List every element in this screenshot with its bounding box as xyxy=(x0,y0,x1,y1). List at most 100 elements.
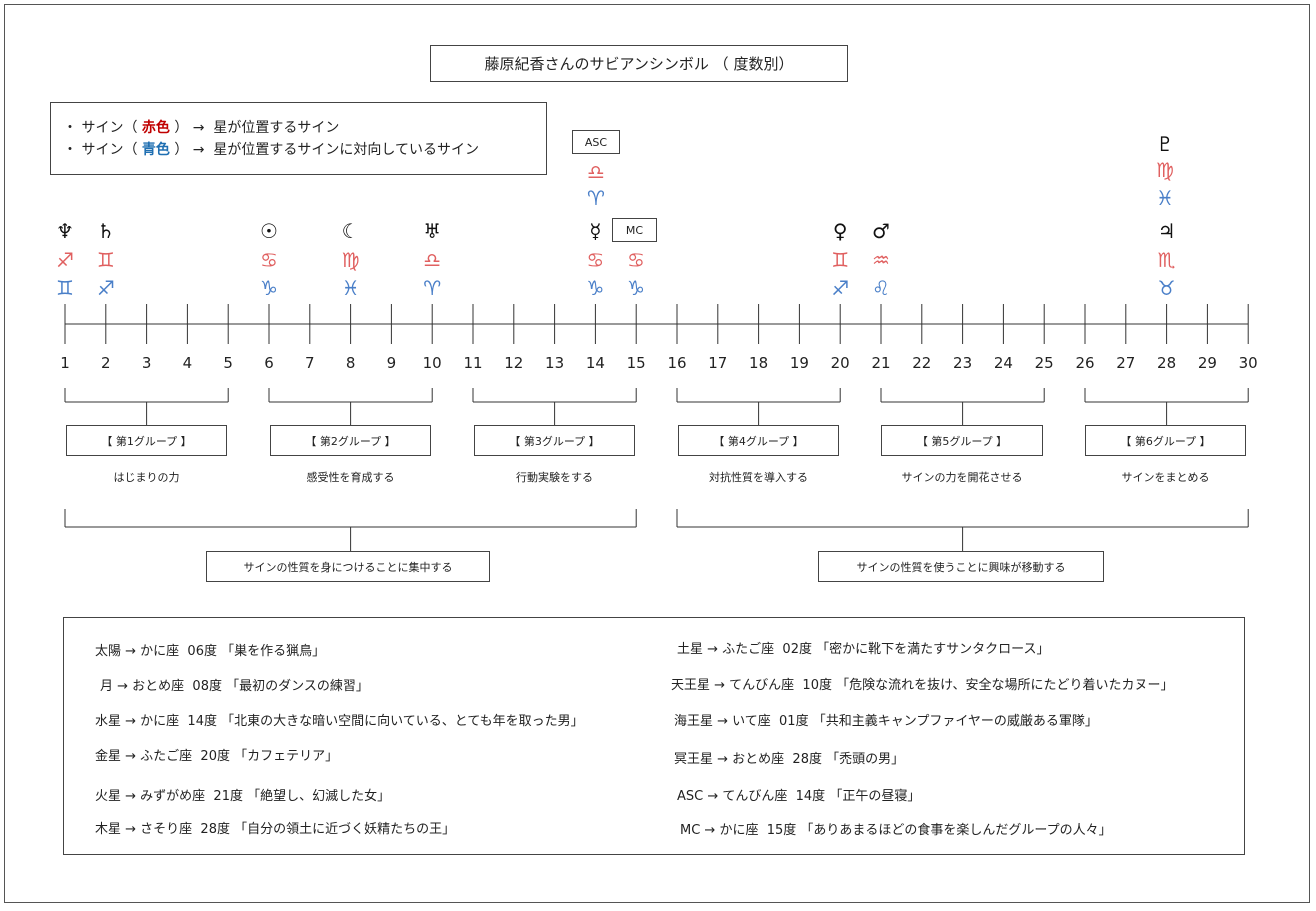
group-2-desc: 感受性を育成する xyxy=(306,471,395,484)
degree-number: 19 xyxy=(789,354,809,372)
list-item: 太陽 → かに座 06度 「巣を作る猟鳥」 xyxy=(95,644,326,659)
degree-number: 26 xyxy=(1075,354,1095,372)
sign-blue-icon: ♉ xyxy=(1157,276,1176,300)
degree-number: 1 xyxy=(60,354,70,372)
pluto-icon: ♇ xyxy=(1156,132,1174,156)
outer-frame xyxy=(4,4,1310,903)
sign-blue-icon: ♈ xyxy=(423,276,442,300)
sign-red-icon: ♐ xyxy=(56,248,74,272)
degree-number: 24 xyxy=(993,354,1013,372)
saturn-icon: ♄ xyxy=(96,219,115,243)
sign-red-icon: ♊ xyxy=(96,248,115,272)
first-half-label: サインの性質を身につけることに集中する xyxy=(206,551,490,582)
list-item: 海王星 → いて座 01度 「共和主義キャンプファイヤーの威厳ある軍隊」 xyxy=(674,714,1098,729)
neptune-icon: ♆ xyxy=(56,219,74,243)
sabian-symbol-list: 太陽 → かに座 06度 「巣を作る猟鳥」 月 → おとめ座 08度 「最初のダ… xyxy=(63,617,1245,855)
degree-number: 4 xyxy=(182,354,193,372)
pluto-sign-red: ♍ xyxy=(1156,158,1174,182)
list-item: 水星 → かに座 14度 「北東の大きな暗い空間に向いている、とても年を取った男… xyxy=(95,714,584,729)
sign-red-icon: ♏ xyxy=(1157,248,1176,272)
list-item: 天王星 → てんびん座 10度 「危険な流れを抜け、安全な場所にたどり着いたカヌ… xyxy=(671,678,1174,693)
degree-number: 6 xyxy=(264,354,274,372)
list-item: 冥王星 → おとめ座 28度 「禿頭の男」 xyxy=(674,752,905,767)
degree-number: 25 xyxy=(1034,354,1054,372)
group-5-desc: サインの力を開花させる xyxy=(901,471,1023,484)
list-item: 火星 → みずがめ座 21度 「絶望し、幻滅した女」 xyxy=(95,789,391,804)
sign-blue-icon: ♑ xyxy=(586,276,605,300)
second-half-label: サインの性質を使うことに興味が移動する xyxy=(818,551,1104,582)
group-6-label: 【 第6グループ 】 xyxy=(1085,425,1246,456)
sun-icon: ☉ xyxy=(260,219,278,243)
group-4-desc: 対抗性質を導入する xyxy=(709,471,808,484)
uranus-icon: ♅ xyxy=(423,219,442,243)
group-1-desc: はじまりの力 xyxy=(113,471,180,484)
venus-icon: ♀ xyxy=(832,219,848,243)
list-item: ASC → てんびん座 14度 「正午の昼寝」 xyxy=(677,789,921,804)
jupiter-icon: ♃ xyxy=(1157,219,1176,243)
legend-red-row: ・ サイン（ 赤色 ） → 星が位置するサイン xyxy=(63,120,340,136)
legend-box: ・ サイン（ 赤色 ） → 星が位置するサイン ・ サイン（ 青色 ） → 星が… xyxy=(50,102,547,175)
degree-number: 9 xyxy=(386,354,397,372)
moon-icon: ☾ xyxy=(341,219,360,243)
mars-icon: ♂ xyxy=(872,219,890,243)
degree-number: 29 xyxy=(1197,354,1217,372)
degree-number: 15 xyxy=(626,354,646,372)
sign-blue-icon: ♌ xyxy=(872,276,890,300)
sign-blue-icon: ♐ xyxy=(96,276,115,300)
group-5-label: 【 第5グループ 】 xyxy=(881,425,1043,456)
asc-sign-blue: ♈ xyxy=(587,186,605,210)
pluto-sign-blue: ♓ xyxy=(1156,186,1174,210)
sign-red-icon: ♒ xyxy=(872,248,890,272)
legend-red-word: 赤色 xyxy=(141,120,170,136)
degree-number: 21 xyxy=(871,354,891,372)
group-3-desc: 行動実験をする xyxy=(516,471,593,484)
degree-number: 30 xyxy=(1238,354,1258,372)
degree-number: 2 xyxy=(101,354,111,372)
sign-red-icon: ♍ xyxy=(341,248,360,272)
degree-number: 27 xyxy=(1116,354,1136,372)
degree-number: 11 xyxy=(463,354,483,372)
mc-sign-blue: ♑ xyxy=(627,276,645,300)
group-4-label: 【 第4グループ 】 xyxy=(678,425,839,456)
degree-number: 10 xyxy=(422,354,442,372)
degree-number: 13 xyxy=(545,354,565,372)
list-item: 金星 → ふたご座 20度 「カフェテリア」 xyxy=(95,749,339,764)
sign-blue-icon: ♑ xyxy=(260,276,278,300)
degree-number: 20 xyxy=(830,354,850,372)
list-item: 木星 → さそり座 28度 「自分の領土に近づく妖精たちの王」 xyxy=(95,822,456,837)
sign-red-icon: ♊ xyxy=(831,248,850,272)
list-item: MC → かに座 15度 「ありあまるほどの食事を楽しんだグループの人々」 xyxy=(680,823,1112,838)
degree-number: 8 xyxy=(345,354,356,372)
legend-blue-row: ・ サイン（ 青色 ） → 星が位置するサインに対向しているサイン xyxy=(63,142,480,158)
sign-blue-icon: ♊ xyxy=(56,276,74,300)
degree-number: 28 xyxy=(1157,354,1177,372)
asc-label: ASC xyxy=(572,130,620,154)
group-1-label: 【 第1グループ 】 xyxy=(66,425,227,456)
sign-blue-icon: ♐ xyxy=(831,276,850,300)
degree-number: 18 xyxy=(749,354,769,372)
sign-red-icon: ♎ xyxy=(423,248,442,272)
sign-red-icon: ♋ xyxy=(260,248,278,272)
degree-number: 12 xyxy=(504,354,524,372)
mc-sign-red: ♋ xyxy=(627,248,645,272)
degree-number: 14 xyxy=(585,354,605,372)
degree-number: 16 xyxy=(667,354,687,372)
degree-number: 3 xyxy=(141,354,152,372)
mc-label: MC xyxy=(612,218,657,242)
degree-number: 17 xyxy=(708,354,728,372)
group-3-label: 【 第3グループ 】 xyxy=(474,425,635,456)
list-item: 土星 → ふたご座 02度 「密かに靴下を満たすサンタクロース」 xyxy=(677,642,1050,657)
list-item: 月 → おとめ座 08度 「最初のダンスの練習」 xyxy=(100,679,369,694)
degree-number: 5 xyxy=(223,354,233,372)
degree-number: 7 xyxy=(305,354,315,372)
sign-blue-icon: ♓ xyxy=(341,276,360,300)
sign-red-icon: ♋ xyxy=(586,248,605,272)
mercury-icon: ☿ xyxy=(589,219,602,243)
degree-number: 22 xyxy=(912,354,932,372)
asc-sign-red: ♎ xyxy=(587,160,605,184)
group-6-desc: サインをまとめる xyxy=(1121,471,1210,484)
legend-blue-word: 青色 xyxy=(141,142,170,158)
group-2-label: 【 第2グループ 】 xyxy=(270,425,431,456)
degree-number: 23 xyxy=(953,354,973,372)
